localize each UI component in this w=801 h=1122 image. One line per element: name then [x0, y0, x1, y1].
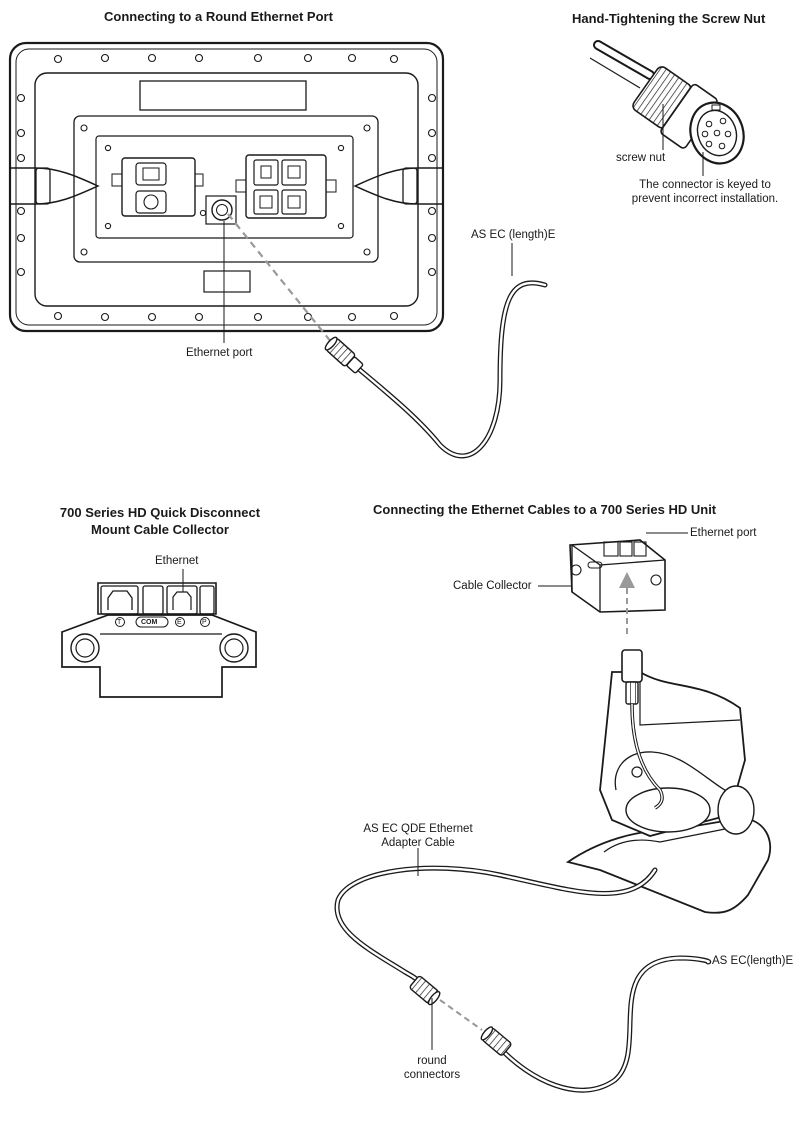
as-ec-cable-top [357, 280, 548, 459]
label-cable-collector: Cable Collector [453, 580, 532, 592]
label-mount-ethernet-port: Ethernet port [690, 527, 757, 539]
label-round-line1: round [417, 1055, 447, 1067]
label-collector-com: COM [141, 619, 158, 626]
cable-collector-drawing [61, 569, 257, 698]
label-round-line2: connectors [403, 1069, 461, 1081]
display-unit-back [8, 41, 445, 333]
display-rim-screws [16, 53, 437, 322]
label-as-ec-cable-bottom: AS EC(length)E [712, 955, 794, 967]
round-connector-right [480, 1026, 512, 1056]
round-connectors-dashed-line [439, 999, 483, 1031]
label-collector-ethernet: Ethernet [155, 555, 199, 567]
heading-round-ethernet-port: Connecting to a Round Ethernet Port [104, 9, 333, 24]
connection-dashed-line [227, 213, 341, 354]
label-qde-line2: Adapter Cable [381, 837, 455, 849]
heading-cables-700-series: Connecting the Ethernet Cables to a 700 … [373, 502, 717, 517]
label-keyed-line1: The connector is keyed to [639, 179, 771, 191]
label-collector-e: E [177, 619, 182, 626]
label-collector-p: P [202, 619, 207, 626]
qde-adapter-cable [334, 865, 658, 995]
heading-screw-nut: Hand-Tightening the Screw Nut [572, 11, 766, 26]
mount-cable-collector [538, 532, 688, 613]
label-qde-line1: AS EC QDE Ethernet [363, 823, 473, 835]
round-connector-top [324, 336, 364, 374]
heading-cable-collector-line1: 700 Series HD Quick Disconnect [59, 505, 261, 520]
heading-cable-collector-line2: Mount Cable Collector [91, 522, 229, 537]
screw-nut-connector [589, 40, 745, 176]
label-ethernet-port-unit: Ethernet port [186, 347, 253, 359]
label-screw-nut: screw nut [616, 152, 666, 164]
as-ec-cable-bottom [497, 955, 712, 1093]
label-keyed-line2: prevent incorrect installation. [631, 193, 779, 205]
round-connector-left [409, 975, 441, 1006]
label-as-ec-cable-top: AS EC (length)E [471, 229, 556, 241]
label-collector-t: T [117, 619, 122, 626]
quick-disconnect-mount [565, 649, 772, 914]
